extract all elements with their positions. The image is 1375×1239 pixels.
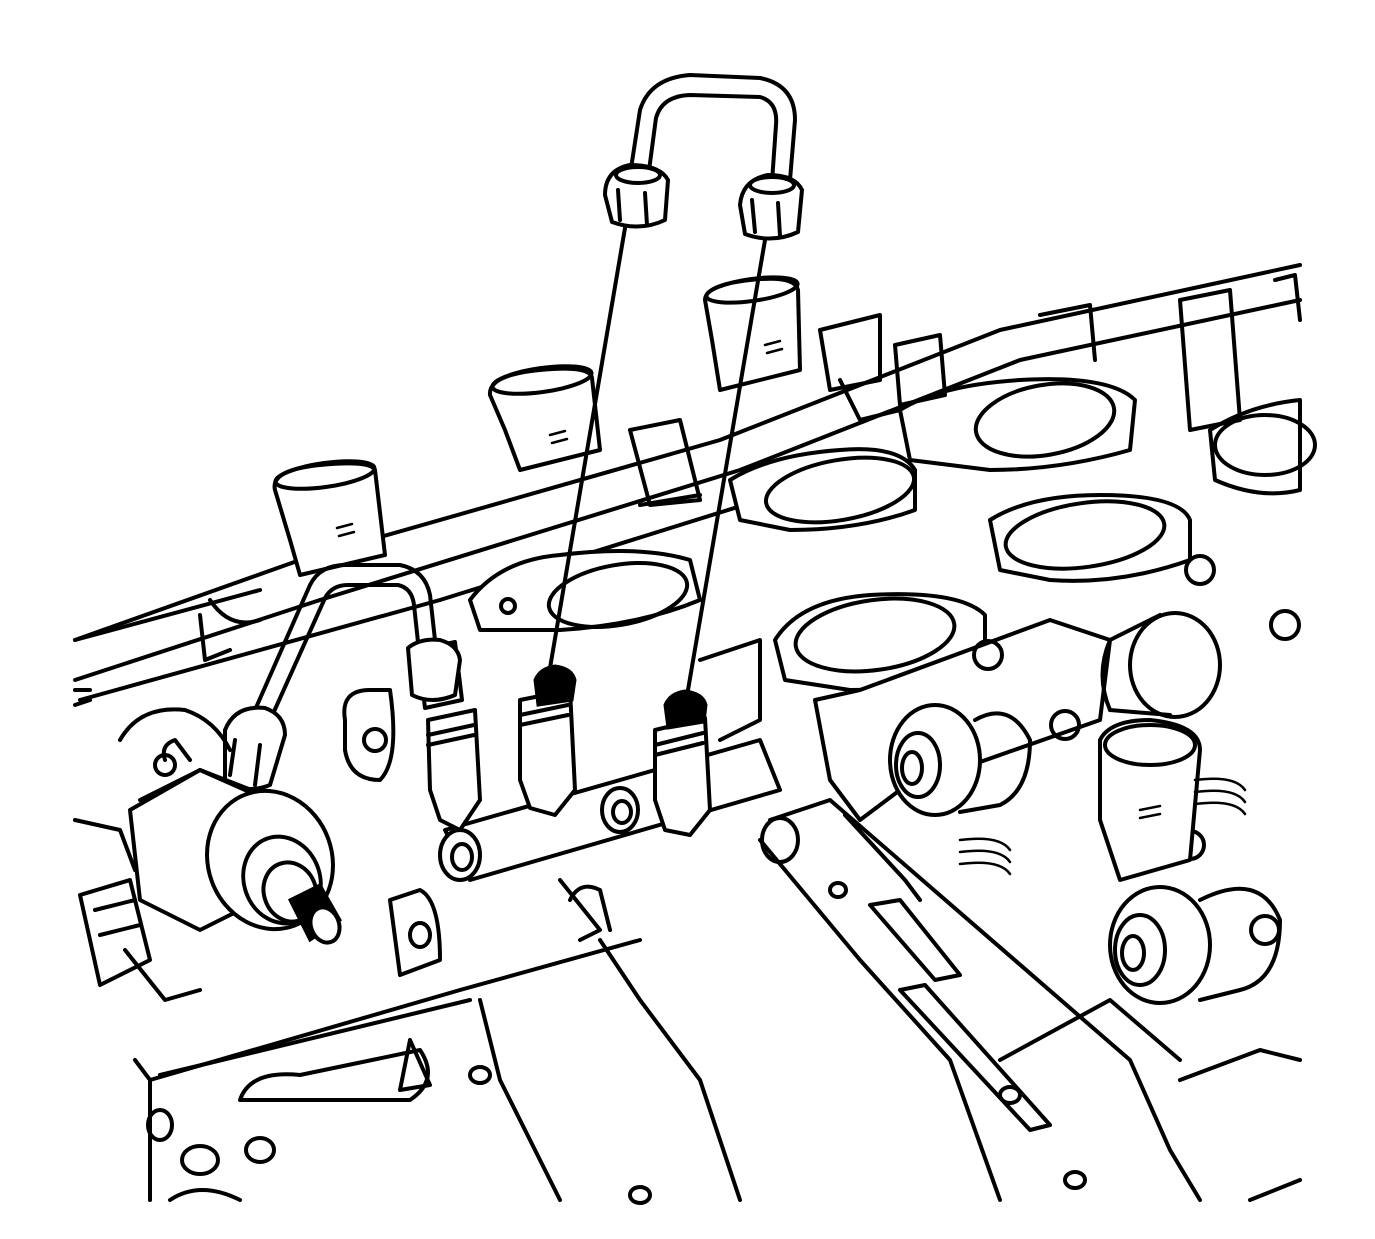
u-fuel-pipe <box>548 73 804 692</box>
rear-valvetrain <box>628 273 1302 507</box>
cylinder-head <box>73 263 1302 1205</box>
left-flange <box>73 588 262 707</box>
fuel-injector-2 <box>518 664 577 817</box>
fuel-injector-3 <box>653 689 712 837</box>
front-cam-carrier <box>758 798 1302 1202</box>
pump-feed-pipe <box>223 563 462 791</box>
intake-ports <box>272 275 1317 692</box>
high-pressure-fuel-pump <box>73 707 342 1002</box>
camshaft-bearing-caps <box>813 554 1301 1005</box>
